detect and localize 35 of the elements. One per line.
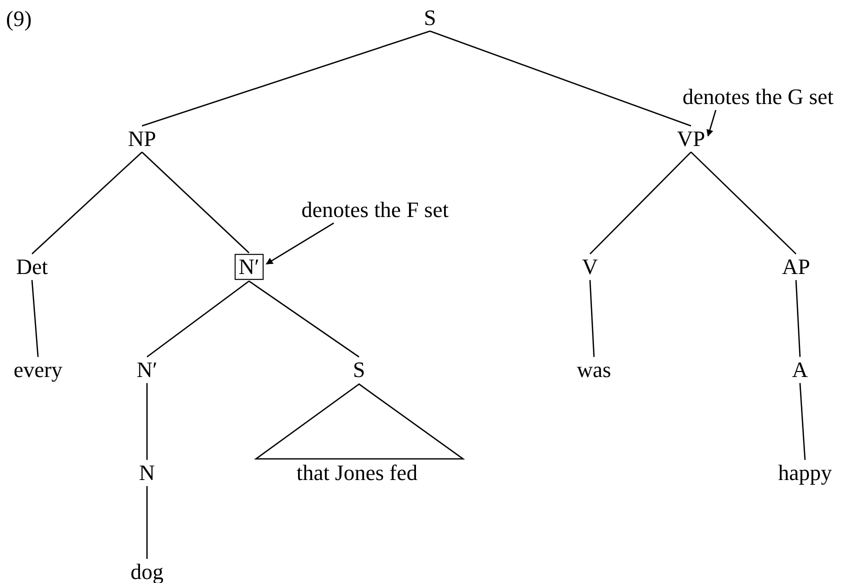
tree-branch xyxy=(142,30,430,127)
tree-branch xyxy=(146,486,148,559)
category-label: A xyxy=(792,358,808,382)
category-label: NP xyxy=(128,126,156,152)
annotation-arrow xyxy=(266,222,334,265)
tree-branch xyxy=(146,383,148,460)
annotation-text: denotes the F set xyxy=(301,198,449,222)
category-label: N xyxy=(139,460,155,486)
tree-branch xyxy=(32,152,142,254)
tree-branch xyxy=(142,152,250,254)
boxed-category-label: N′ xyxy=(234,254,264,280)
word-label: every xyxy=(14,358,62,382)
tree-branch xyxy=(590,152,692,254)
tree-branch xyxy=(430,30,692,127)
phrase-label: that Jones fed xyxy=(296,460,418,486)
tree-branch xyxy=(795,280,801,357)
category-label: N′ xyxy=(136,358,158,382)
tree-branch xyxy=(690,152,796,254)
tree-branch xyxy=(589,280,595,357)
annotation-text: denotes the G set xyxy=(682,84,834,110)
annotation-arrow xyxy=(706,110,716,137)
category-label: AP xyxy=(782,254,810,280)
tree-branch xyxy=(248,280,360,358)
triangle-branch xyxy=(254,383,466,460)
tree-branch xyxy=(799,383,806,460)
category-label: VP xyxy=(676,126,706,152)
category-label: S xyxy=(352,358,366,382)
word-label: was xyxy=(576,358,612,382)
tree-branch xyxy=(146,280,250,358)
category-label: S xyxy=(424,6,436,30)
category-label: Det xyxy=(16,254,48,280)
example-number: (9) xyxy=(6,6,32,32)
tree-branch xyxy=(31,280,39,357)
word-label: happy xyxy=(778,460,832,486)
category-label: V xyxy=(582,254,598,280)
